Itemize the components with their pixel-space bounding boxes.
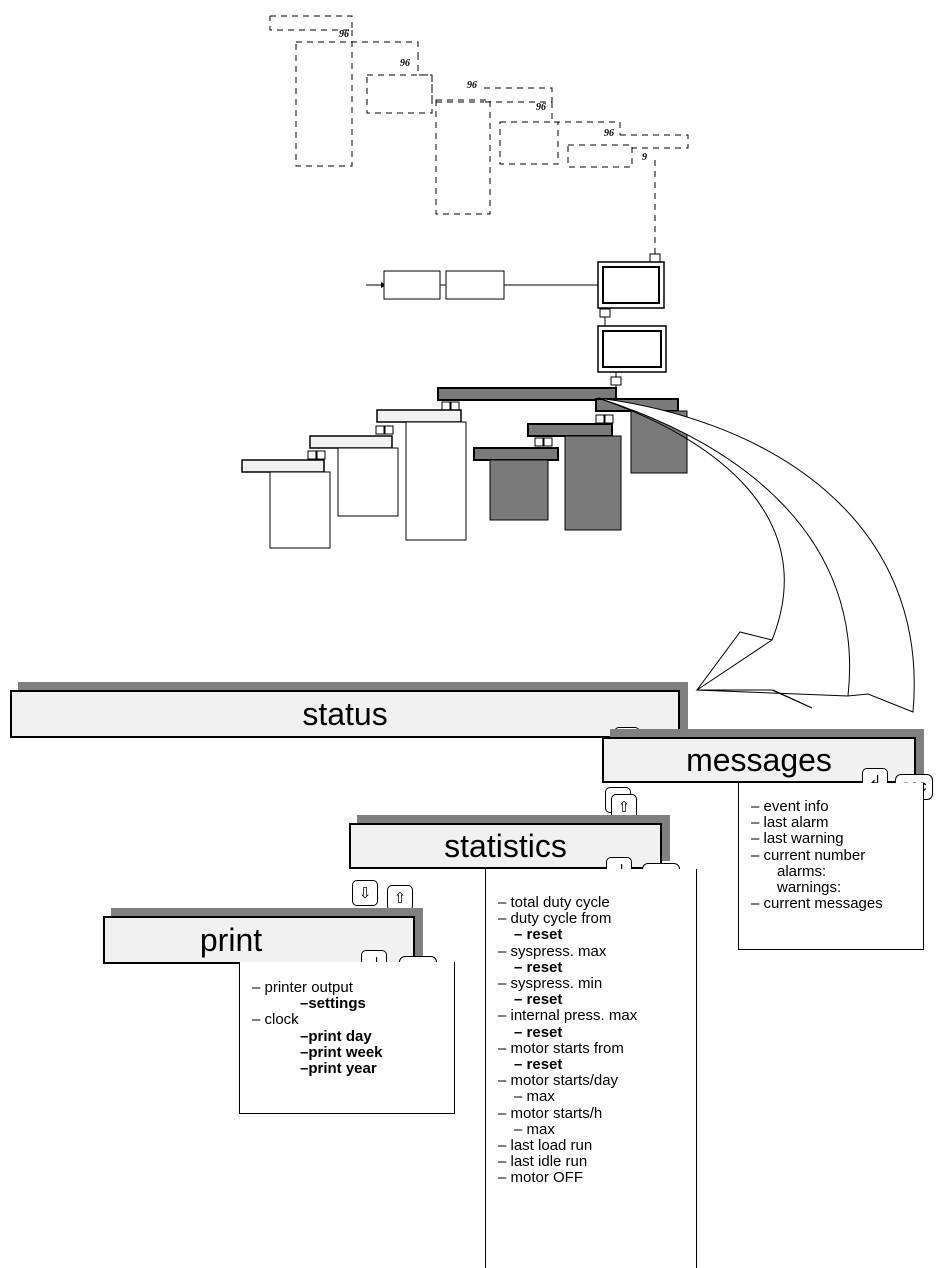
svg-text:9: 9 [642, 152, 647, 163]
statistics-item[interactable]: – last load run [498, 1137, 593, 1155]
statistics-reset-item[interactable]: – reset [514, 958, 563, 976]
messages-item[interactable]: – event info [751, 798, 829, 815]
statistics-label: statistics [444, 828, 567, 864]
messages-item[interactable]: – current number [751, 846, 866, 864]
menu-overview-schematic: 96 96 96 96 96 9 [241, 15, 915, 713]
print-year-item[interactable]: –print year [300, 1060, 377, 1078]
connector-key [649, 253, 661, 263]
statistics-item[interactable]: – internal press. max [498, 1007, 638, 1025]
overview-panel-dark-2 [564, 435, 622, 531]
print-week-item[interactable]: –print week [300, 1043, 383, 1061]
statistics-reset-item[interactable]: – reset [514, 1056, 563, 1074]
messages-subitem: alarms: [777, 862, 827, 880]
print-submenu-panel: – printer output –settings – clock –prin… [239, 962, 455, 1114]
up-arrow-key-2[interactable]: ⇧ [611, 794, 637, 820]
overview-panel-light-1 [405, 421, 467, 541]
statistics-item[interactable]: – motor starts/h [498, 1104, 603, 1122]
key-glyph-marks: 96 96 96 96 96 9 [339, 29, 647, 163]
statistics-item[interactable]: – last idle run [498, 1153, 588, 1171]
messages-subitem: warnings: [777, 879, 842, 897]
overview-status-bar [437, 387, 617, 401]
overview-menu-light-3 [241, 459, 325, 473]
messages-label: messages [686, 742, 832, 778]
display-screen-2 [597, 325, 667, 373]
svg-text:96: 96 [339, 29, 349, 40]
statistics-subitem[interactable]: – max [514, 1088, 555, 1106]
svg-text:96: 96 [400, 58, 410, 69]
status-label: status [302, 696, 388, 732]
screen-key-1 [599, 308, 611, 318]
statistics-item[interactable]: – syspress. max [498, 942, 607, 960]
statistics-reset-item[interactable]: – reset [514, 926, 563, 944]
statistics-item[interactable]: – total duty cycle [498, 894, 610, 911]
overview-menu-dark-3 [473, 447, 559, 461]
statistics-item[interactable]: – motor OFF [498, 1169, 584, 1187]
statistics-subitem[interactable]: – max [514, 1120, 555, 1138]
messages-item[interactable]: – current messages [751, 895, 883, 913]
zoom-arrow-left-edge [597, 397, 813, 709]
print-item[interactable]: – clock [252, 1011, 299, 1029]
statistics-item[interactable]: – duty cycle from [498, 910, 612, 928]
overview-menu-light-2 [309, 435, 393, 449]
print-settings-item[interactable]: –settings [300, 995, 366, 1013]
messages-submenu-panel: – event info – last alarm – last warning… [738, 783, 924, 950]
statistics-reset-item[interactable]: – reset [514, 991, 563, 1009]
messages-item[interactable]: – last warning [751, 830, 844, 848]
statistics-item[interactable]: – motor starts/day [498, 1072, 619, 1090]
svg-text:96: 96 [604, 128, 614, 139]
input-box-2 [445, 270, 505, 300]
overview-panel-light-3 [269, 471, 331, 549]
statistics-reset-item[interactable]: – reset [514, 1023, 563, 1041]
screen-key-2 [610, 376, 622, 386]
input-box-1 [383, 270, 441, 300]
svg-text:96: 96 [467, 80, 477, 91]
print-item[interactable]: – printer output [252, 979, 353, 996]
status-menu-bar[interactable]: status [10, 690, 680, 738]
display-screen-1 [597, 261, 665, 309]
print-day-item[interactable]: –print day [300, 1027, 372, 1045]
messages-item[interactable]: – last alarm [751, 814, 829, 832]
down-arrow-key-2[interactable]: ⇩ [352, 880, 378, 906]
statistics-item[interactable]: – motor starts from [498, 1039, 624, 1057]
up-arrow-key-3[interactable]: ⇧ [387, 885, 413, 911]
zoom-arrowhead [695, 639, 849, 697]
overview-menu-dark-2 [527, 423, 613, 437]
overview-panel-light-2 [337, 447, 399, 517]
overview-menu-light-1 [376, 409, 462, 423]
svg-text:96: 96 [536, 102, 546, 113]
statistics-submenu-panel: – total duty cycle – duty cycle from – r… [485, 869, 697, 1268]
zoom-arrow-right-edge [597, 397, 915, 713]
statistics-item[interactable]: – syspress. min [498, 975, 603, 993]
overview-panel-dark-3 [489, 459, 549, 521]
print-label: print [199, 922, 263, 958]
dashed-upper-levels [269, 15, 689, 258]
